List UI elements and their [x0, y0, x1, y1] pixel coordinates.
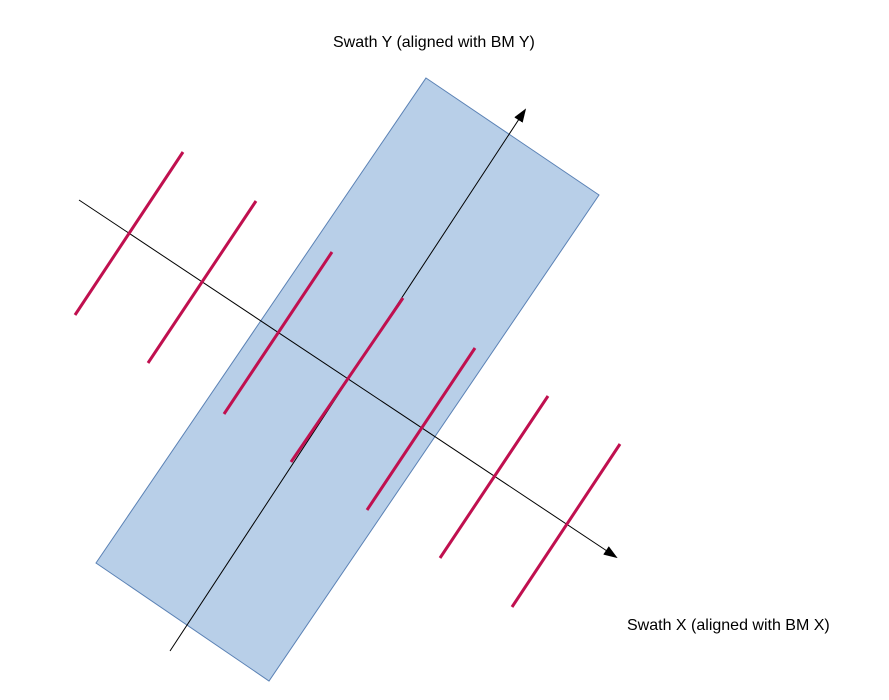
- segment-2: [146, 200, 258, 364]
- segment-6: [438, 395, 550, 559]
- segment-3: [222, 251, 334, 415]
- segment-1: [73, 151, 185, 316]
- segment-5: [365, 347, 477, 511]
- swath-x-label: Swath X (aligned with BM X): [627, 617, 830, 634]
- segment-4: [289, 297, 405, 463]
- segment-7: [510, 443, 622, 608]
- swath-y-label: Swath Y (aligned with BM Y): [333, 34, 535, 51]
